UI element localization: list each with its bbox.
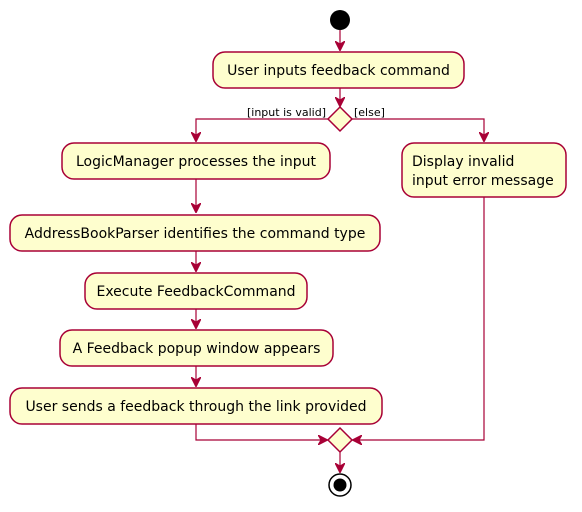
node-popup-label: A Feedback popup window appears <box>73 341 321 357</box>
end-node <box>328 473 352 497</box>
node-popup: A Feedback popup window appears <box>59 329 334 367</box>
node-logic-manager: LogicManager processes the input <box>61 142 331 180</box>
edge-valid-branch <box>196 118 328 141</box>
node-user-inputs: User inputs feedback command <box>212 51 465 89</box>
node-parser: AddressBookParser identifies the command… <box>9 214 381 252</box>
guard-valid-label: [input is valid] <box>247 106 326 119</box>
decision-diamond <box>326 105 354 133</box>
node-logic-manager-label: LogicManager processes the input <box>76 154 317 170</box>
edge-send-to-merge <box>195 424 327 440</box>
node-invalid-line1: Display invalid <box>412 154 514 170</box>
edge-invalid-to-merge <box>353 197 485 440</box>
node-send-feedback-label: User sends a feedback through the link p… <box>25 399 366 415</box>
node-send-feedback: User sends a feedback through the link p… <box>9 387 383 425</box>
start-node <box>330 10 350 30</box>
node-user-inputs-label: User inputs feedback command <box>227 63 450 79</box>
merge-diamond <box>326 426 354 454</box>
node-execute: Execute FeedbackCommand <box>84 272 308 310</box>
edge-else-branch <box>352 118 484 141</box>
node-invalid-input: Display invalid input error message <box>401 142 567 198</box>
node-parser-label: AddressBookParser identifies the command… <box>25 226 366 242</box>
guard-else-label: [else] <box>354 106 385 119</box>
node-execute-label: Execute FeedbackCommand <box>96 284 295 300</box>
node-invalid-line2: input error message <box>412 173 554 189</box>
